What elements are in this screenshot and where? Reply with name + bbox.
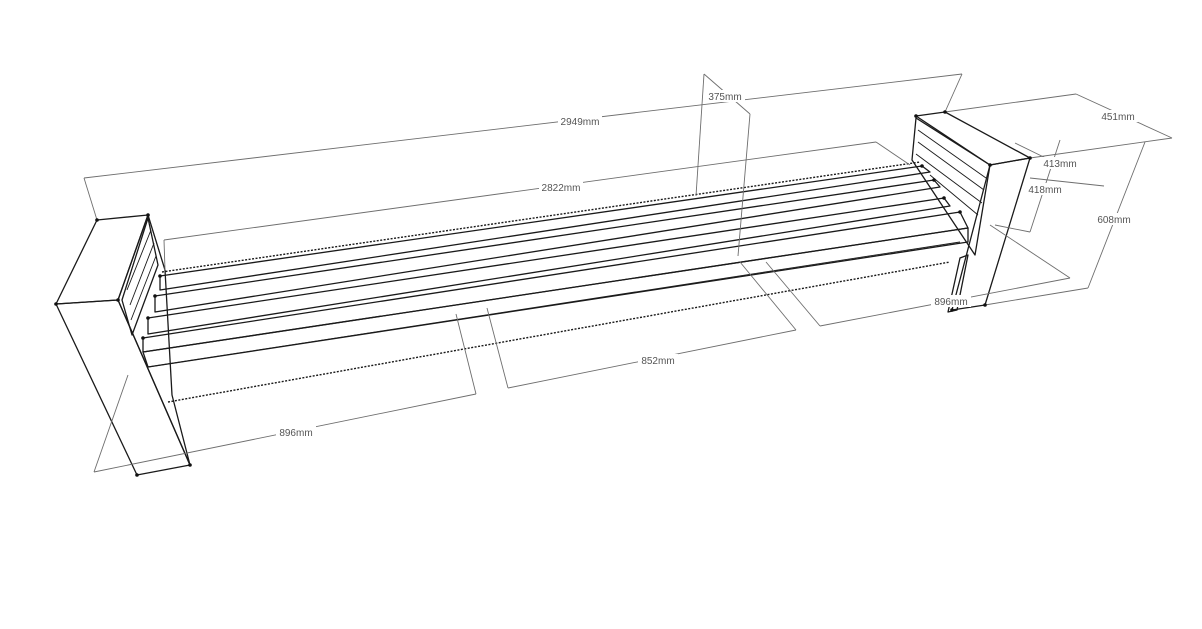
label-slat-span-a: 413mm <box>1043 159 1076 170</box>
seat-slat-1 <box>159 165 931 291</box>
dim-line-seat-length <box>163 141 877 241</box>
right-louvre-line-3 <box>915 153 983 204</box>
left-post <box>55 214 191 476</box>
vertex-dot <box>153 294 157 298</box>
vertex-dot <box>158 274 162 278</box>
bench-body <box>55 111 1031 476</box>
vertex-dot <box>54 302 58 306</box>
label-post-width: 451mm <box>1101 112 1134 123</box>
left-louvre-line-3 <box>130 255 157 321</box>
vertex-dot <box>135 473 139 477</box>
left-post-louvres <box>121 217 159 336</box>
seat-slat-2 <box>154 179 941 313</box>
vertex-dot <box>141 336 145 340</box>
seat-slat-4 <box>142 211 969 353</box>
right-louvre-line-1 <box>917 129 987 179</box>
vertex-dot <box>116 298 120 302</box>
label-depth-right: 896mm <box>934 297 967 308</box>
vertex-dot <box>1028 156 1032 160</box>
label-seat-height: 375mm <box>708 92 741 103</box>
right-post-louvres <box>911 117 991 256</box>
vertex-dot <box>146 213 150 217</box>
right-post-top <box>915 111 1031 166</box>
vertex-dot <box>988 163 992 167</box>
vertex-dot <box>983 303 987 307</box>
dim-line-overall-length <box>83 73 963 179</box>
right-louvre-line-2 <box>917 141 985 191</box>
right-post-inner <box>947 254 969 313</box>
seat-back-edge <box>161 161 921 273</box>
lower-stretcher-top <box>147 241 961 368</box>
dim-line-depth-right <box>765 261 821 327</box>
dim-line-slat-b <box>1029 177 1105 187</box>
left-post-side <box>117 214 191 466</box>
left-post-front <box>55 299 191 476</box>
vertex-dot <box>932 178 936 182</box>
vertex-dot <box>958 210 962 214</box>
vertex-dot <box>95 218 99 222</box>
label-seat-length: 2822mm <box>542 183 581 194</box>
vertex-dot <box>942 196 946 200</box>
dim-line-seat-height <box>695 73 705 197</box>
dim-line-post-width <box>944 93 1077 113</box>
dimension-lines <box>83 73 1173 473</box>
right-louvre-line-4 <box>929 174 979 216</box>
label-post-height: 608mm <box>1097 215 1130 226</box>
label-overall-length: 2949mm <box>561 117 600 128</box>
right-post <box>911 111 1031 313</box>
vertex-dot <box>188 463 192 467</box>
vertex-dot <box>920 164 924 168</box>
dimension-labels: 2949mm 2822mm 375mm 451mm 413mm 418mm 60… <box>276 90 1138 439</box>
right-post-front <box>951 157 1031 311</box>
vertex-dot <box>146 316 150 320</box>
left-louvre-line-2 <box>129 242 155 306</box>
vertex-dot <box>950 308 954 312</box>
front-apron <box>142 227 969 368</box>
seat-slat-3 <box>147 197 951 335</box>
vertex-dot <box>914 114 918 118</box>
vertex-markers <box>54 110 1032 477</box>
label-depth-left: 896mm <box>279 428 312 439</box>
vertex-dot <box>943 110 947 114</box>
lower-stretcher <box>167 261 951 403</box>
label-slat-span-b: 418mm <box>1028 185 1061 196</box>
left-louvre-line-1 <box>126 229 152 291</box>
label-support-spacing: 852mm <box>641 356 674 367</box>
